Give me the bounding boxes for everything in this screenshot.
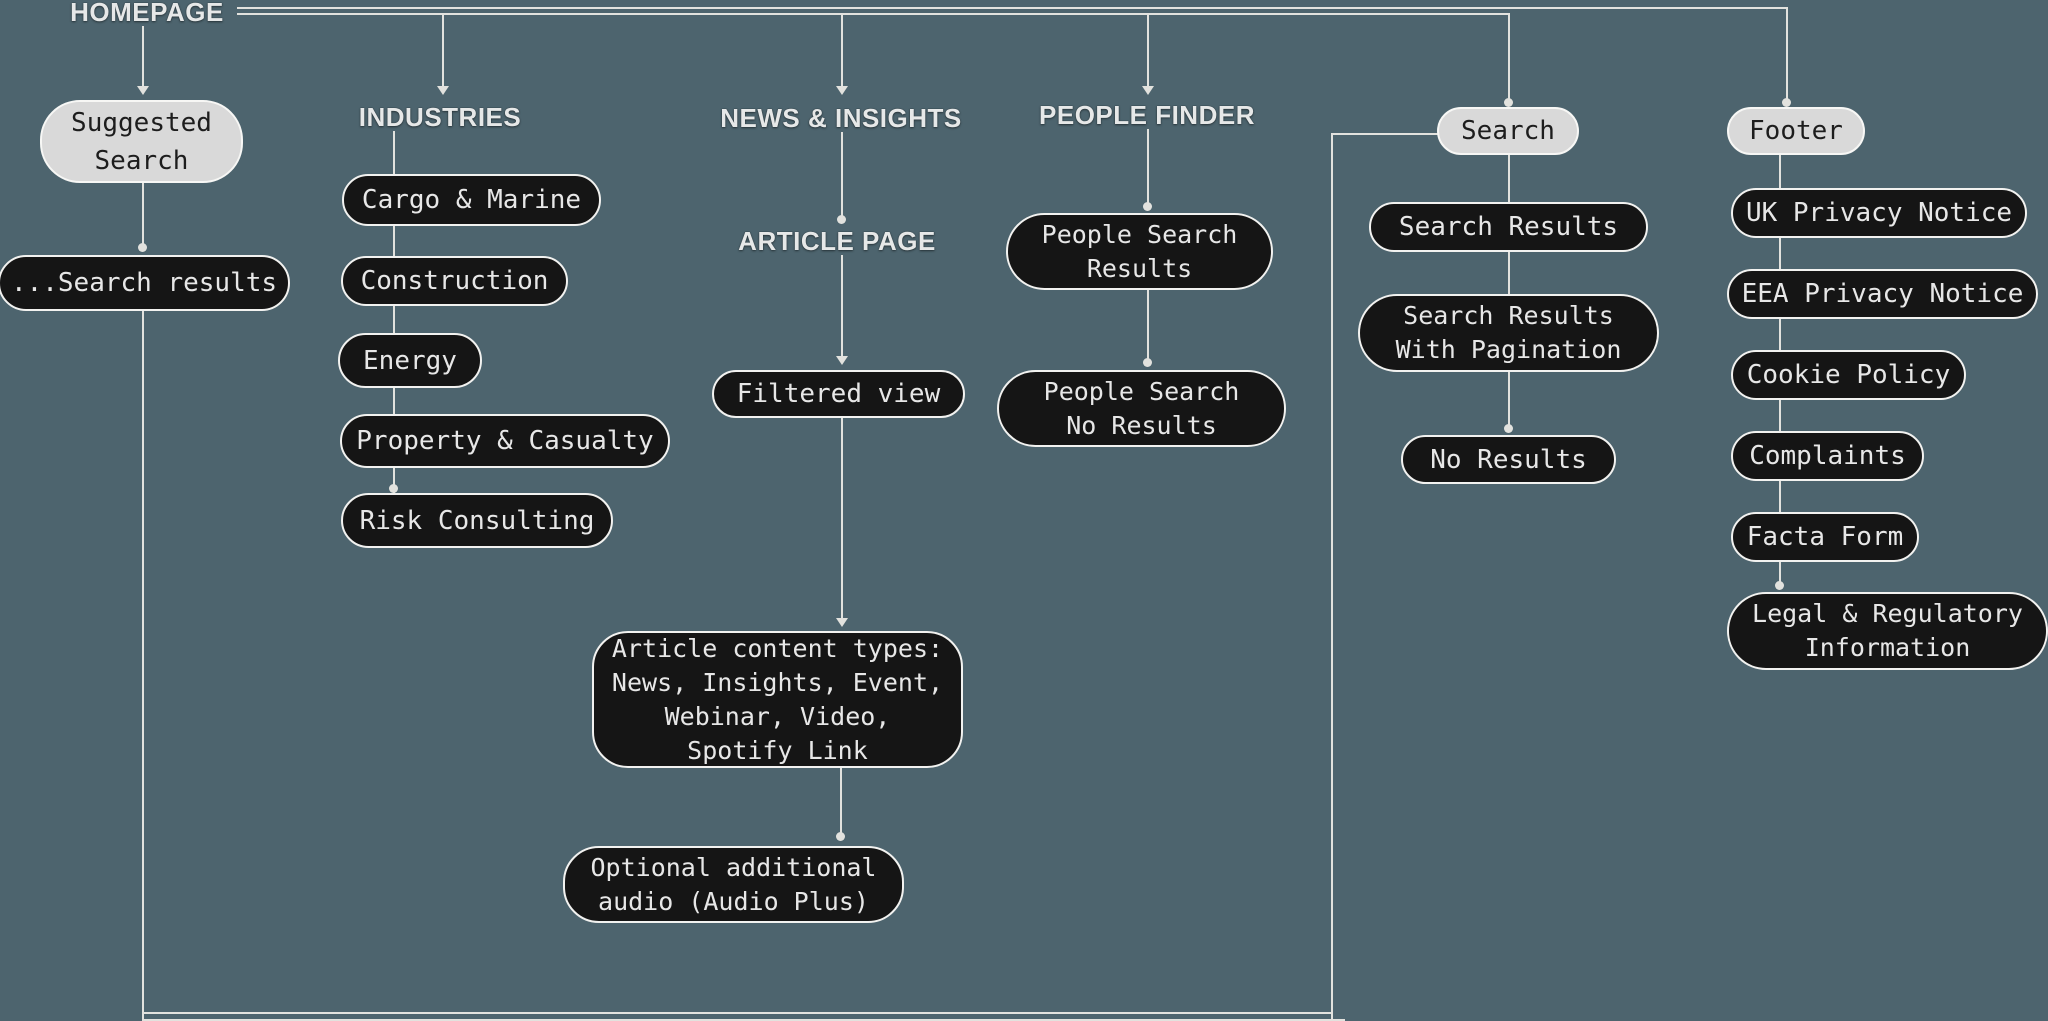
connector-trunk-footer xyxy=(1786,7,1788,103)
connector-footer-cookie xyxy=(1779,319,1781,350)
header-people-finder: PEOPLE FINDER xyxy=(1039,100,1255,130)
connector-search-pagination xyxy=(1508,252,1510,294)
dot-people-noresults xyxy=(1143,358,1152,367)
connector-homepage-suggested xyxy=(142,26,144,88)
connector-industries-chain xyxy=(393,131,395,495)
node-eea-privacy-notice[interactable]: EEA Privacy Notice xyxy=(1727,269,2038,319)
node-search-results-pagination[interactable]: Search Results With Pagination xyxy=(1358,294,1659,372)
dot-people-results xyxy=(1143,202,1152,211)
dot-search-noresults xyxy=(1504,424,1513,433)
dot-suggested-results xyxy=(138,243,147,252)
node-people-search-no-results[interactable]: People Search No Results xyxy=(997,370,1286,447)
connector-loop-bottom-a xyxy=(142,1012,1333,1014)
dot-footer-drop xyxy=(1782,98,1791,107)
arrowhead-contenttypes xyxy=(836,618,848,627)
dot-footer-legal xyxy=(1775,581,1784,590)
node-property-casualty[interactable]: Property & Casualty xyxy=(340,414,670,468)
connector-suggested-results xyxy=(142,183,144,245)
node-energy[interactable]: Energy xyxy=(338,333,482,388)
connector-trunk-news xyxy=(841,13,843,88)
header-news-insights: NEWS & INSIGHTS xyxy=(720,103,962,133)
header-homepage: HOMEPAGE xyxy=(70,0,224,27)
arrowhead-people xyxy=(1142,86,1154,95)
connector-search-noresults xyxy=(1508,372,1510,428)
dot-article-page xyxy=(837,215,846,224)
connector-search-results xyxy=(1508,155,1510,202)
node-construction[interactable]: Construction xyxy=(341,256,568,306)
connector-loop-to-search xyxy=(1331,133,1439,135)
node-search-results[interactable]: Search Results xyxy=(1369,202,1648,252)
connector-footer-legal xyxy=(1779,562,1781,586)
connector-footer-eea xyxy=(1779,238,1781,269)
arrowhead-industries xyxy=(437,86,449,95)
node-no-results[interactable]: No Results xyxy=(1401,435,1616,484)
connector-news-article xyxy=(841,132,843,220)
connector-trunk-search xyxy=(1508,13,1510,103)
connector-trunk-people xyxy=(1147,13,1149,88)
dot-risk-consulting xyxy=(389,484,398,493)
connector-people-noresults xyxy=(1147,290,1149,363)
connector-loop-bottom-b xyxy=(142,1019,1345,1021)
node-legal-regulatory[interactable]: Legal & Regulatory Information xyxy=(1727,592,2048,670)
header-article-page: ARTICLE PAGE xyxy=(738,226,936,256)
connector-footer-facta xyxy=(1779,481,1781,512)
arrowhead-news xyxy=(836,86,848,95)
dot-optional-audio xyxy=(836,832,845,841)
dot-search-drop xyxy=(1504,98,1513,107)
node-optional-audio[interactable]: Optional additional audio (Audio Plus) xyxy=(563,846,904,923)
trunk-line-top xyxy=(237,7,1788,9)
header-industries: INDUSTRIES xyxy=(358,102,522,132)
node-suggested-search[interactable]: Suggested Search xyxy=(40,100,243,183)
connector-filtered-contenttypes xyxy=(841,418,843,624)
connector-loop-right xyxy=(1331,133,1333,1021)
node-suggested-search-results[interactable]: ...Search results xyxy=(0,255,290,311)
node-facta-form[interactable]: Facta Form xyxy=(1731,512,1919,562)
node-footer[interactable]: Footer xyxy=(1727,107,1865,155)
connector-footer-complaints xyxy=(1779,400,1781,431)
connector-footer-uk xyxy=(1779,155,1781,188)
node-complaints[interactable]: Complaints xyxy=(1731,431,1924,481)
node-search[interactable]: Search xyxy=(1437,107,1579,155)
arrowhead-suggested xyxy=(137,86,149,95)
connector-trunk-industries xyxy=(442,13,444,88)
node-risk-consulting[interactable]: Risk Consulting xyxy=(341,493,613,548)
node-article-content-types[interactable]: Article content types: News, Insights, E… xyxy=(592,631,963,768)
trunk-line-second xyxy=(237,13,1510,15)
node-cargo-marine[interactable]: Cargo & Marine xyxy=(342,174,601,226)
node-uk-privacy-notice[interactable]: UK Privacy Notice xyxy=(1731,188,2027,238)
node-filtered-view[interactable]: Filtered view xyxy=(712,370,965,418)
connector-article-filtered xyxy=(841,255,843,361)
arrowhead-filtered-view xyxy=(836,356,848,365)
connector-contenttypes-audio xyxy=(840,768,842,836)
node-people-search-results[interactable]: People Search Results xyxy=(1006,213,1273,290)
connector-loop-left xyxy=(142,311,144,1021)
connector-people-results xyxy=(1147,129,1149,207)
node-cookie-policy[interactable]: Cookie Policy xyxy=(1731,350,1966,400)
